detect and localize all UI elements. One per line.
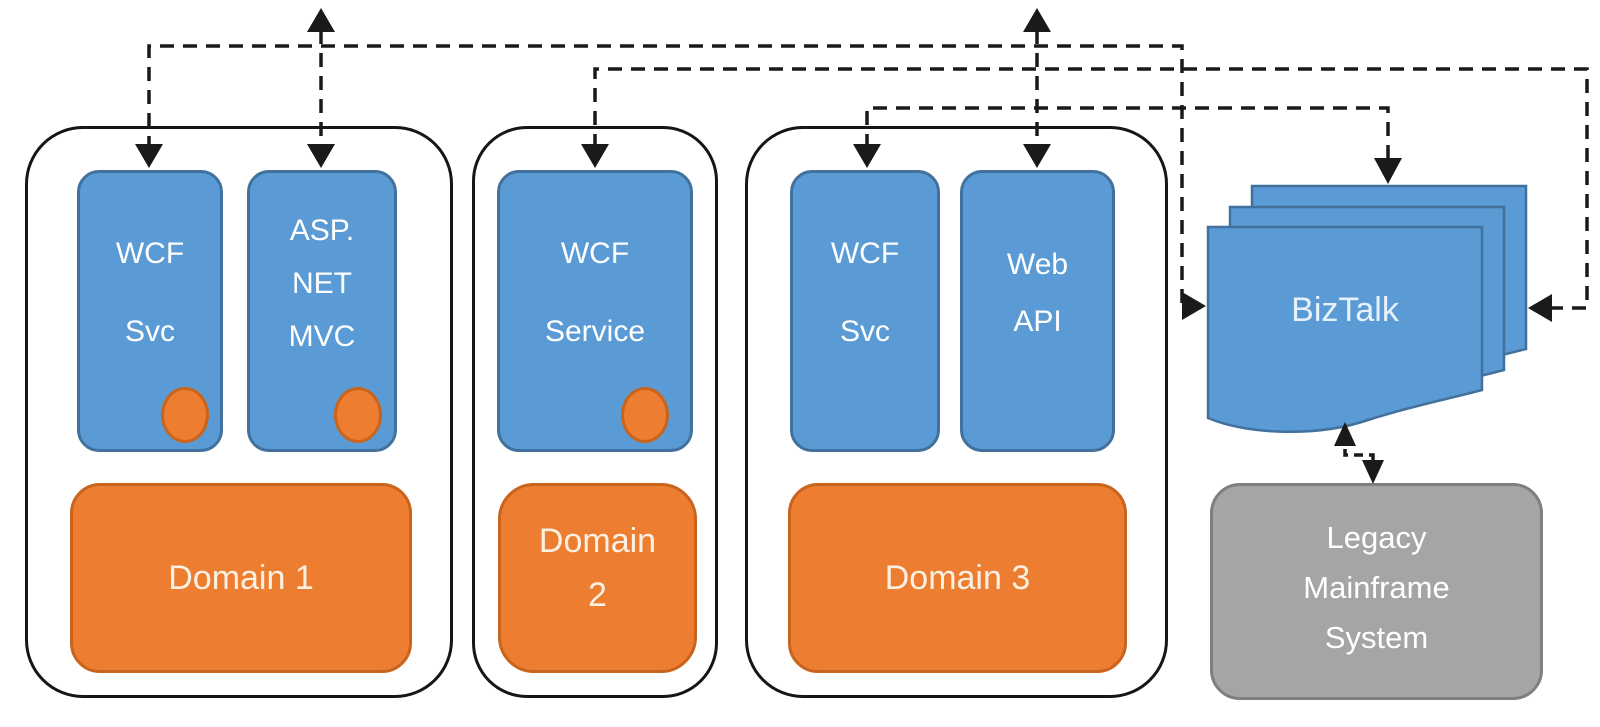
domain-2-label-line: 2 (588, 576, 607, 614)
legacy-mainframe-box: Legacy Mainframe System (1210, 483, 1543, 700)
service-label-line: ASP. (289, 213, 355, 247)
arrow-biztalk-legacy-link (1334, 422, 1384, 484)
domain-3-container (745, 126, 1168, 698)
service-box-web-api: Web API (960, 170, 1115, 452)
service-label-line: WCF (560, 236, 630, 270)
service-label-line: NET (292, 266, 352, 300)
endpoint-dot-icon (161, 387, 209, 443)
domain-3-label: Domain 3 (884, 559, 1031, 597)
arrow-route-biztalk-to-domain3 (853, 106, 1402, 184)
arrow-route-biztalk-to-domain1 (135, 44, 1206, 320)
service-box-wcf-svc-d3: WCF Svc (790, 170, 940, 452)
service-box-wcf-svc-d1: WCF Svc (77, 170, 223, 452)
service-label-line: API (1013, 305, 1062, 338)
service-label-line: Svc (839, 314, 890, 348)
legacy-label-line: Legacy (1326, 519, 1427, 555)
domain-3-box: Domain 3 (788, 483, 1127, 673)
biztalk-page-back (1250, 184, 1528, 393)
domain-1-container (25, 126, 453, 698)
service-label-line: Svc (124, 314, 175, 348)
domain-1-box: Domain 1 (70, 483, 412, 673)
endpoint-dot-icon (621, 387, 669, 443)
arrow-route-biztalk-to-domain2 (581, 67, 1589, 322)
service-label-line: Web (1006, 248, 1069, 281)
service-box-wcf-service-d2: WCF Service (497, 170, 693, 452)
biztalk-label: BizTalk (1291, 291, 1399, 329)
arrow-aspnet-external (307, 8, 335, 168)
legacy-label-line: System (1324, 619, 1429, 655)
arrow-webapi-external (1023, 8, 1051, 168)
domain-2-box: Domain 2 (498, 483, 697, 673)
domain-2-container (472, 126, 718, 698)
service-label-line: MVC (288, 319, 356, 353)
domain-1-label: Domain 1 (168, 559, 314, 597)
endpoint-dot-icon (334, 387, 382, 443)
legacy-label-line: Mainframe (1303, 569, 1450, 605)
service-label-line: Service (544, 314, 646, 348)
service-label-line: WCF (830, 236, 900, 270)
service-box-aspnet-mvc: ASP. NET MVC (247, 170, 397, 452)
domain-2-label-line: Domain (538, 522, 657, 560)
service-label-line: WCF (115, 236, 185, 270)
